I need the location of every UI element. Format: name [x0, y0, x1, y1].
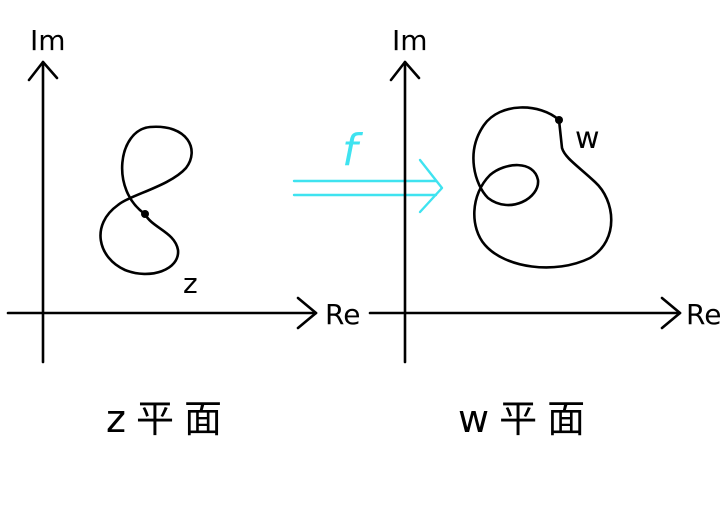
z-point — [141, 210, 149, 218]
w-point — [555, 116, 563, 124]
mapping-label: f — [342, 125, 364, 176]
z-plane-caption: z平面 — [106, 397, 232, 441]
z-curve — [99, 125, 193, 276]
w-curve — [472, 106, 613, 269]
z-plane — [6, 60, 318, 364]
mapping-arrow — [292, 158, 444, 214]
w-im-label: Im — [392, 24, 428, 57]
z-im-label: Im — [30, 24, 66, 57]
w-plane-caption: w平面 — [458, 397, 596, 441]
z-re-arrowhead — [296, 296, 318, 330]
z-re-label: Re — [325, 298, 360, 331]
w-plane — [368, 60, 682, 364]
z-im-arrowhead — [27, 60, 59, 82]
z-point-label: z — [183, 267, 198, 300]
w-im-arrowhead — [389, 60, 421, 82]
w-re-arrowhead — [660, 296, 682, 330]
w-re-label: Re — [686, 298, 721, 331]
w-point-label: w — [575, 121, 600, 156]
